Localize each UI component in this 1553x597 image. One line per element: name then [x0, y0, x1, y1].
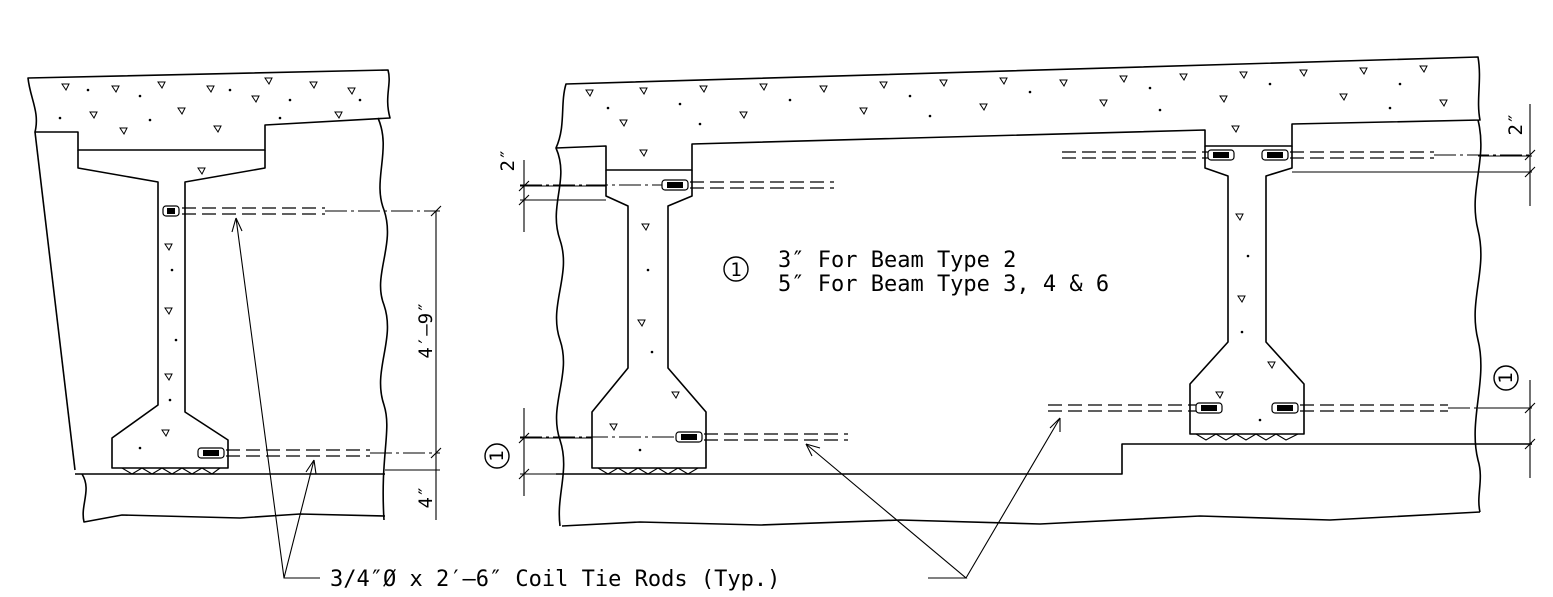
coil-tie-callout: 3/4″Ø x 2′–6″ Coil Tie Rods (Typ.): [231, 217, 1061, 592]
middle-dim-top: [518, 160, 530, 232]
right-right-wavy-edge: [1474, 119, 1482, 513]
middle-bearing-pad: [597, 467, 699, 475]
left-right-wavy-edge: [377, 117, 389, 521]
right-bearing-pad: [1195, 433, 1299, 441]
left-outer-form: [34, 131, 76, 471]
left-tie-rod-bottom: [226, 449, 370, 457]
left-cap: [75, 473, 386, 523]
right-tie-rod-top: [1062, 151, 1434, 159]
right-top-dimension: 2″: [1505, 113, 1527, 136]
left-tie-rod-top: [182, 207, 325, 215]
middle-bottom-marker-circle: [484, 443, 510, 469]
callout-leader-right: [805, 417, 1061, 579]
right-dim-top: [1524, 104, 1536, 206]
right-deck-slab: [555, 56, 1481, 171]
note-marker: 1: [730, 259, 741, 281]
beam-type-note: 1 3″ For Beam Type 2 5″ For Beam Type 3,…: [723, 248, 1109, 297]
callout-text: 3/4″Ø x 2′–6″ Coil Tie Rods (Typ.): [330, 567, 780, 592]
right-beam: [1189, 146, 1305, 435]
middle-beam: [591, 170, 707, 469]
middle-tie-rod-top: [690, 181, 834, 189]
middle-dim-bottom: [518, 408, 530, 496]
left-beam-top-flange: [77, 150, 266, 469]
left-height-dimension: 4′–9″: [415, 301, 437, 358]
note-line-1: 3″ For Beam Type 2: [778, 248, 1016, 273]
note-line-2: 5″ For Beam Type 3, 4 & 6: [778, 272, 1109, 297]
right-section-detail: [518, 56, 1536, 527]
note-marker-circle: [723, 256, 749, 282]
middle-tie-rod-bottom: [704, 433, 848, 441]
left-bearing-pad: [121, 467, 221, 475]
callout-leader-left: [235, 217, 320, 579]
right-bottom-marker: 1: [1495, 372, 1517, 383]
left-section-detail: [27, 69, 442, 523]
left-bottom-dimension: 4″: [415, 486, 437, 509]
right-left-wavy-edge: [555, 147, 565, 527]
right-dim-bottom: [1524, 380, 1536, 478]
right-tie-rod-bottom: [1048, 404, 1448, 412]
left-deck-slab: [27, 69, 391, 151]
middle-top-dimension: 2″: [497, 149, 519, 172]
right-bottom-marker-circle: [1493, 365, 1519, 391]
left-dim-line-height: [385, 205, 442, 520]
right-cap: [556, 443, 1532, 527]
middle-bottom-marker: 1: [486, 450, 508, 461]
